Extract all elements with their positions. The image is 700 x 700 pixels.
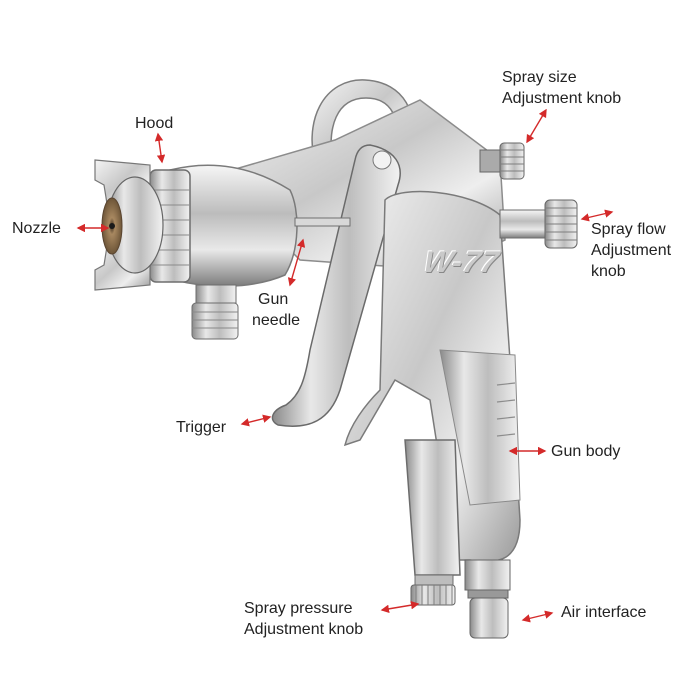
label-gun-body: Gun body <box>551 443 621 460</box>
label-hood: Hood <box>135 115 174 132</box>
label-spray-flow-knob: Spray flow Adjustment knob <box>591 221 672 280</box>
label-spray-size-knob: Spray size Adjustment knob <box>502 69 622 107</box>
label-nozzle: Nozzle <box>12 220 61 237</box>
callout-arrows <box>76 108 614 623</box>
label-trigger: Trigger <box>176 419 227 436</box>
model-marking: W-77 <box>420 246 503 279</box>
label-gun-needle: Gun needle <box>252 291 301 329</box>
label-spray-pressure-knob: Spray pressure Adjustment knob <box>244 600 364 638</box>
label-air-interface: Air interface <box>561 604 647 621</box>
